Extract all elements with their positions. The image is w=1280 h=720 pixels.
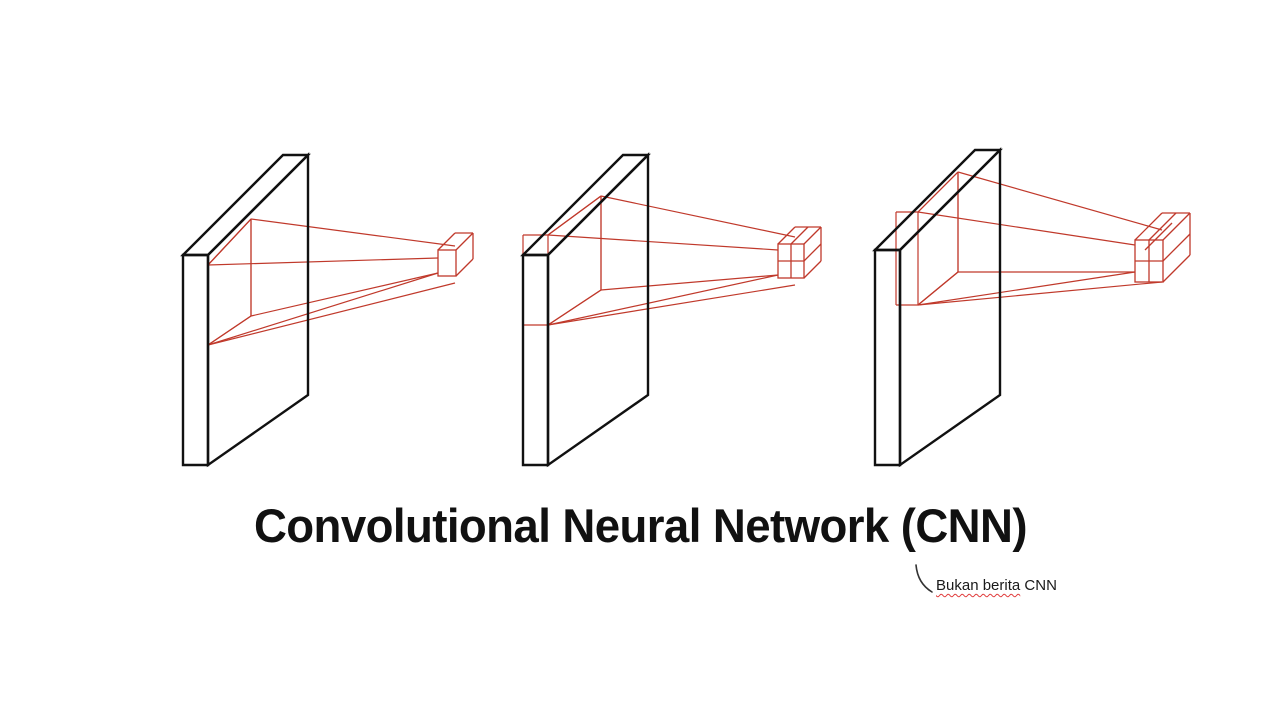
cnn-panel-2 bbox=[520, 152, 822, 468]
projection-lines-2 bbox=[547, 195, 796, 326]
input-volume-2 bbox=[520, 152, 651, 468]
input-volume-3 bbox=[872, 147, 1003, 468]
annotation-text: Bukan berita CNN bbox=[936, 578, 1057, 593]
annotation-pointer-curve bbox=[915, 564, 933, 593]
projection-lines-1 bbox=[207, 218, 456, 346]
cnn-panel-1 bbox=[180, 152, 474, 468]
cnn-panel-3 bbox=[872, 147, 1191, 468]
receptive-field-3 bbox=[895, 171, 959, 306]
annotation-misspelled-text: Bukan berita bbox=[936, 577, 1021, 594]
output-cell-1 bbox=[437, 232, 474, 277]
projection-lines-3 bbox=[917, 171, 1163, 306]
output-cell-3 bbox=[1134, 212, 1191, 283]
receptive-field-1 bbox=[207, 218, 252, 346]
input-volume-1 bbox=[180, 152, 311, 468]
annotation-plain-text: CNN bbox=[1020, 577, 1057, 594]
output-cell-2 bbox=[777, 226, 822, 279]
